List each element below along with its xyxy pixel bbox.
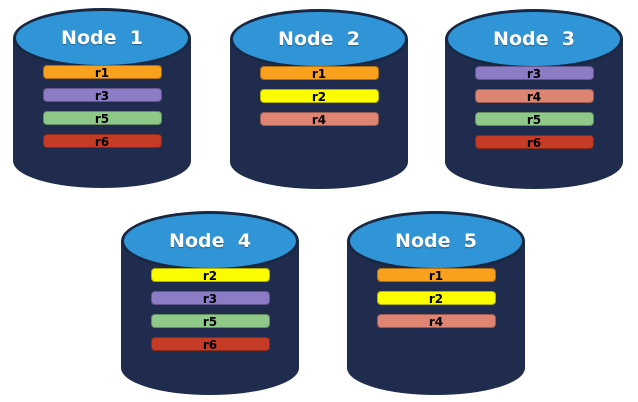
replica-list: r1 r2 r4 xyxy=(230,66,408,127)
node-cylinder: Node 3 r3 r4 r5 r6 xyxy=(445,9,623,189)
replica-bar: r5 xyxy=(150,314,270,329)
replica-bar: r3 xyxy=(474,66,594,81)
node-label: Node 2 xyxy=(278,28,360,50)
replica-bar: r2 xyxy=(376,291,496,306)
node-cylinder: Node 5 r1 r2 r4 xyxy=(347,211,525,395)
cylinder-top-ellipse: Node 2 xyxy=(230,9,408,69)
replica-list: r3 r4 r5 r6 xyxy=(445,66,623,150)
cylinder-top-ellipse: Node 4 xyxy=(121,211,299,271)
replica-bar: r4 xyxy=(259,112,379,127)
cylinder-top-ellipse: Node 1 xyxy=(13,8,191,68)
replica-bar: r2 xyxy=(259,89,379,104)
replica-bar: r5 xyxy=(474,112,594,127)
replica-bar: r1 xyxy=(376,268,496,283)
replica-bar: r6 xyxy=(474,135,594,150)
replica-bar: r3 xyxy=(150,291,270,306)
replica-bar: r5 xyxy=(42,111,162,126)
replica-bar: r1 xyxy=(259,66,379,81)
node-cylinder: Node 4 r2 r3 r5 r6 xyxy=(121,211,299,395)
node-label: Node 1 xyxy=(61,27,143,49)
replica-bar: r6 xyxy=(150,337,270,352)
replica-bar: r2 xyxy=(150,268,270,283)
node-label: Node 4 xyxy=(169,230,251,252)
node-cylinder: Node 2 r1 r2 r4 xyxy=(230,9,408,189)
replica-bar: r1 xyxy=(42,65,162,80)
node-label: Node 3 xyxy=(493,28,575,50)
cylinder-top-ellipse: Node 3 xyxy=(445,9,623,69)
replica-bar: r4 xyxy=(474,89,594,104)
replica-bar: r4 xyxy=(376,314,496,329)
replica-list: r1 r2 r4 xyxy=(347,268,525,329)
node-cylinder: Node 1 r1 r3 r5 r6 xyxy=(13,8,191,188)
replica-list: r2 r3 r5 r6 xyxy=(121,268,299,352)
node-label: Node 5 xyxy=(395,230,477,252)
replica-list: r1 r3 r5 r6 xyxy=(13,65,191,149)
replica-bar: r3 xyxy=(42,88,162,103)
replica-bar: r6 xyxy=(42,134,162,149)
cylinder-top-ellipse: Node 5 xyxy=(347,211,525,271)
